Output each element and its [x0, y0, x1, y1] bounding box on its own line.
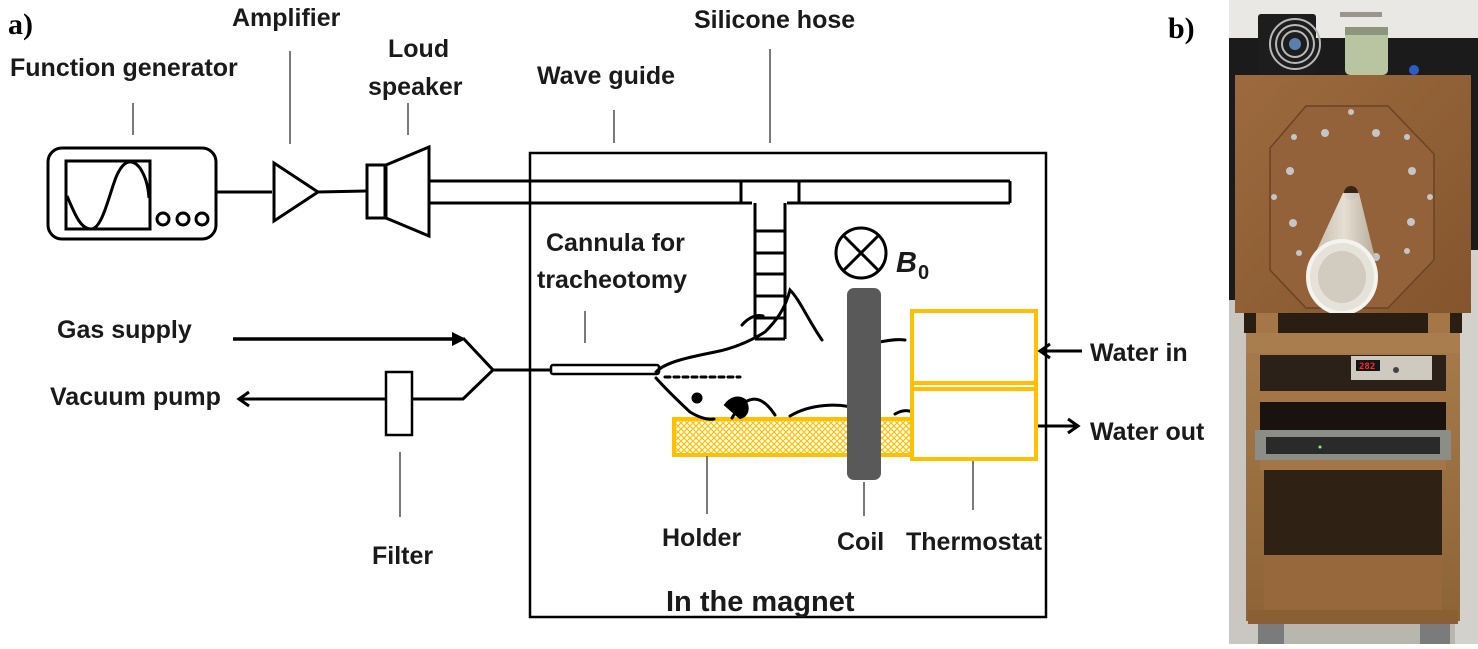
function-generator-label: Function generator — [10, 54, 238, 82]
vacuum-pump-label: Vacuum pump — [50, 383, 221, 411]
amplifier-to-speaker-wire — [317, 189, 367, 194]
amplifier-rack-unit — [1255, 430, 1451, 460]
water-in-arrow — [1037, 342, 1082, 360]
vacuum-pump-arrow — [236, 390, 386, 408]
b0-label: B — [896, 247, 917, 279]
panel-a-label: a) — [8, 8, 33, 41]
thermostat — [910, 309, 1038, 461]
loud-speaker-icon — [365, 144, 431, 239]
water-out-arrow — [1038, 417, 1081, 435]
silicone-hose — [753, 203, 787, 341]
filter-icon — [384, 370, 414, 437]
b0-field-icon — [834, 226, 888, 280]
silicone-hose-label: Silicone hose — [694, 6, 855, 34]
clear-cone — [1306, 186, 1378, 315]
wave-guide-tube — [429, 179, 1012, 205]
loud-speaker-label-line1: Loud — [388, 35, 449, 63]
function-generator-icon — [46, 146, 218, 241]
cannula-label-line2: tracheotomy — [537, 266, 687, 294]
coil-label: Coil — [837, 528, 884, 556]
gas-supply-label: Gas supply — [57, 316, 192, 344]
water-in-label: Water in — [1090, 339, 1188, 367]
panel-b-label: b) — [1168, 12, 1195, 45]
y-connector — [410, 336, 496, 401]
filter-label: Filter — [372, 542, 433, 570]
cannula-label-line1: Cannula for — [546, 229, 685, 257]
magnet-boundary — [528, 151, 1048, 619]
water-out-label: Water out — [1090, 418, 1205, 446]
fan-icon — [1258, 14, 1321, 74]
b0-subscript: 0 — [918, 262, 929, 284]
coil — [847, 288, 881, 480]
cannula — [549, 363, 661, 376]
loud-speaker-label-line2: speaker — [368, 73, 463, 101]
amplifier-icon — [272, 160, 321, 224]
wave-guide-label: Wave guide — [537, 62, 675, 90]
control-unit: 282 — [1351, 356, 1432, 380]
display-readout: 282 — [1359, 362, 1375, 372]
amplifier-label: Amplifier — [232, 4, 341, 32]
holder-label: Holder — [662, 524, 741, 552]
in-the-magnet-label: In the magnet — [666, 586, 855, 618]
rat-silhouette — [654, 287, 914, 421]
thermostat-label: Thermostat — [906, 528, 1043, 556]
setup-photo: 282 — [1229, 0, 1478, 644]
reservoir — [1340, 12, 1388, 75]
gas-supply-arrow — [233, 332, 466, 346]
